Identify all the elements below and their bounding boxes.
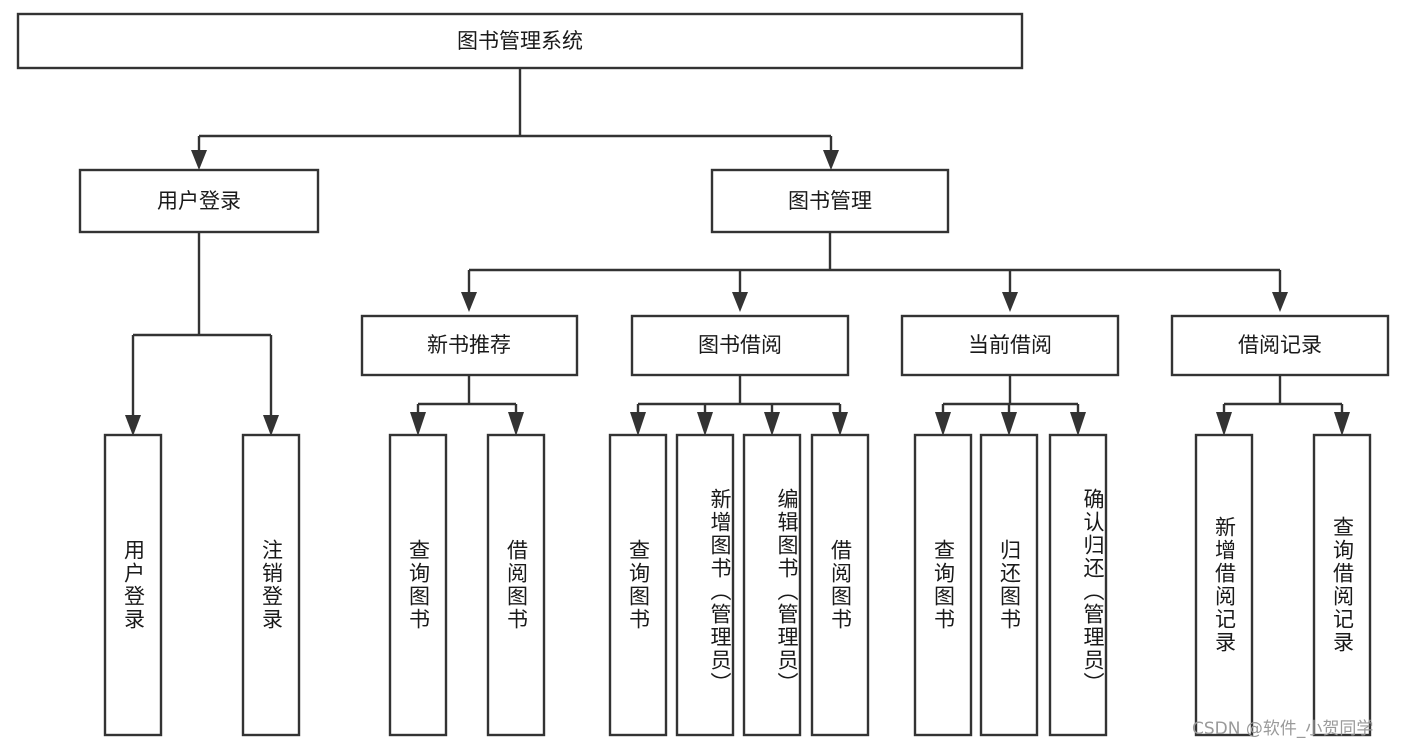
arrow-head-icon [823,150,839,170]
connector-book-borrow-to-leaves [630,375,848,436]
node-user-login[interactable]: 用户登录 [78,168,320,234]
node-book-management-label: 图书管理 [788,189,872,213]
arrow-head-icon [832,412,848,436]
leaf-box-query-book-2[interactable] [608,433,668,737]
node-new-book-recommend[interactable]: 新书推荐 [360,314,579,377]
leaf-boxes [103,433,1372,737]
arrow-head-icon [191,150,207,170]
connector-root-to-level2 [191,68,839,170]
leaf-box-query-borrow-record[interactable] [1312,433,1372,737]
arrow-head-icon [697,412,713,436]
leaf-box-confirm-return[interactable] [1048,433,1108,737]
arrow-head-icon [1272,292,1288,312]
node-book-borrow-label: 图书借阅 [698,333,782,357]
connector-book-management-to-level3 [461,232,1288,312]
leaf-box-query-book-1[interactable] [388,433,448,737]
arrow-head-icon [263,415,279,436]
leaf-box-user-login[interactable] [103,433,163,737]
leaf-box-return-book[interactable] [979,433,1039,737]
connector-user-login-to-leaves [125,232,279,436]
node-current-borrow[interactable]: 当前借阅 [900,314,1120,377]
arrow-head-icon [125,415,141,436]
node-root-label: 图书管理系统 [457,29,583,53]
arrow-head-icon [1001,412,1017,436]
leaf-box-query-book-3[interactable] [913,433,973,737]
node-book-management[interactable]: 图书管理 [710,168,950,234]
node-borrow-record-label: 借阅记录 [1238,333,1322,357]
leaf-box-borrow-book-2[interactable] [810,433,870,737]
arrow-head-icon [1216,412,1232,436]
leaf-box-logout-login[interactable] [241,433,301,737]
node-root[interactable]: 图书管理系统 [16,12,1024,70]
arrow-head-icon [461,292,477,312]
arrow-head-icon [410,412,426,436]
arrow-head-icon [732,292,748,312]
node-current-borrow-label: 当前借阅 [968,333,1052,357]
connector-current-borrow-to-leaves [935,375,1086,436]
arrow-head-icon [1002,292,1018,312]
arrow-head-icon [935,412,951,436]
arrow-head-icon [630,412,646,436]
arrow-head-icon [1334,412,1350,436]
node-user-login-label: 用户登录 [157,189,241,213]
connector-new-book-recommend-to-leaves [410,375,524,436]
leaf-box-add-book[interactable] [675,433,735,737]
arrow-head-icon [508,412,524,436]
node-new-book-recommend-label: 新书推荐 [427,333,511,357]
arrow-head-icon [764,412,780,436]
connector-borrow-record-to-leaves [1216,375,1350,436]
csdn-watermark: CSDN @软件_小贺同学 [1192,719,1374,739]
leaf-box-add-borrow-record[interactable] [1194,433,1254,737]
leaf-box-borrow-book-1[interactable] [486,433,546,737]
leaf-box-edit-book[interactable] [742,433,802,737]
node-book-borrow[interactable]: 图书借阅 [630,314,850,377]
arrow-head-icon [1070,412,1086,436]
node-borrow-record[interactable]: 借阅记录 [1170,314,1390,377]
